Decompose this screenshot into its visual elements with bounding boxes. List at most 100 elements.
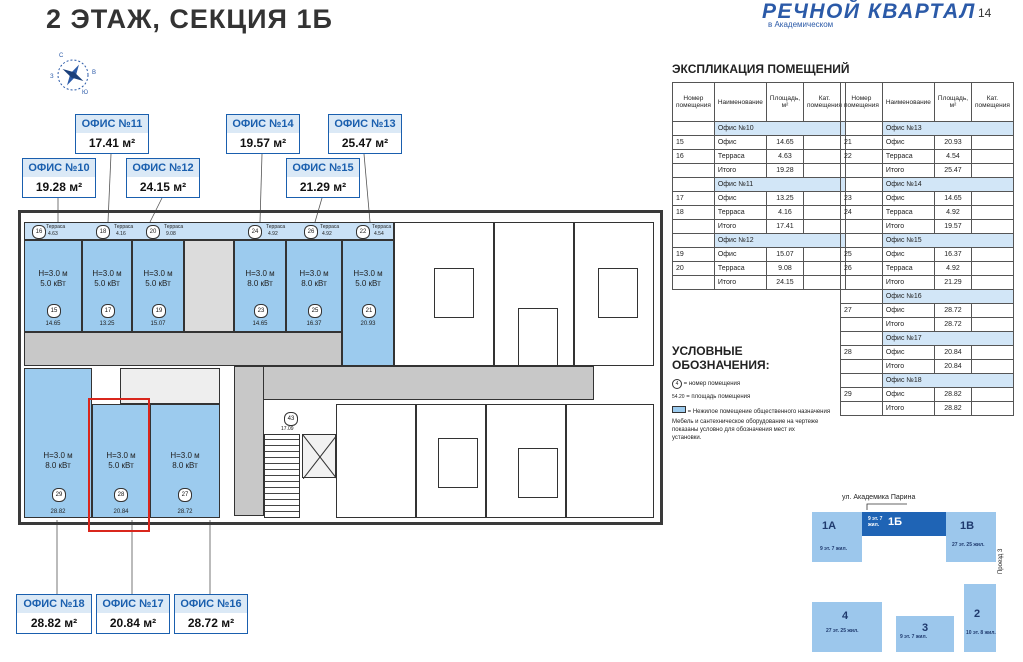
room bbox=[438, 438, 478, 488]
table-cell: Терраса bbox=[881, 205, 935, 220]
group-cell: Офис №18 bbox=[881, 373, 1014, 388]
office-label-15: ОФИС №15 21.29 м² bbox=[286, 158, 360, 198]
table-cell: Итого bbox=[713, 275, 767, 290]
compass-s: Ю bbox=[82, 90, 89, 96]
legend-item-public: = Нежилое помещение общественного назнач… bbox=[672, 406, 830, 415]
col-header: Кат. помещения bbox=[971, 82, 1014, 122]
explication-title: ЭКСПЛИКАЦИЯ ПОМЕЩЕНИЙ bbox=[672, 62, 850, 76]
office-label-title: ОФИС №10 bbox=[23, 159, 95, 177]
office-label-17: ОФИС №17 20.84 м² bbox=[96, 594, 170, 634]
table-group-row: Офис №14 bbox=[840, 177, 1014, 192]
legend-item-number: 4 = номер помещения bbox=[672, 379, 740, 389]
room-number: 17 bbox=[101, 304, 115, 318]
table-cell: 19.28 bbox=[765, 163, 805, 178]
table-cell bbox=[971, 401, 1014, 416]
room-power: 8.0 кВт bbox=[172, 461, 198, 470]
section-1a[interactable]: 1А 9 эт. 7 жил. bbox=[812, 512, 862, 562]
section-2[interactable]: 2 10 эт. 8 жил. bbox=[964, 584, 996, 652]
table-cell: 20.84 bbox=[933, 345, 973, 360]
table-cell: 21 bbox=[840, 135, 883, 150]
group-cell: Офис №14 bbox=[881, 177, 1014, 192]
table-cell: 28.82 bbox=[933, 387, 973, 402]
table-cell: 29 bbox=[840, 387, 883, 402]
selected-office-highlight bbox=[88, 398, 150, 532]
side-street-label: Проезд 3 bbox=[998, 548, 1004, 574]
room bbox=[598, 268, 638, 318]
office-room-23[interactable]: Н=3.0 м 8.0 кВт 14.65 bbox=[234, 240, 286, 332]
room-height: Н=3.0 м bbox=[299, 269, 329, 278]
office-room-25[interactable]: Н=3.0 м 8.0 кВт 16.37 bbox=[286, 240, 342, 332]
office-room-19[interactable]: Н=3.0 м 5.0 кВт 15.07 bbox=[132, 240, 184, 332]
table-cell bbox=[840, 401, 883, 416]
brand-logo: РЕЧНОЙ КВАРТАЛ bbox=[762, 0, 976, 23]
office-label-14: ОФИС №14 19.57 м² bbox=[226, 114, 300, 154]
table-cell: 4.16 bbox=[765, 205, 805, 220]
table-cell: 4.54 bbox=[933, 149, 973, 164]
office-label-area: 25.47 м² bbox=[341, 136, 389, 150]
table-cell: 28 bbox=[840, 345, 883, 360]
table-cell: 17.41 bbox=[765, 219, 805, 234]
table-cell: Терраса bbox=[713, 261, 767, 276]
table-cell: 14.65 bbox=[765, 135, 805, 150]
table-cell: 24 bbox=[840, 205, 883, 220]
table-cell: Офис bbox=[881, 387, 935, 402]
office-label-12: ОФИС №12 24.15 м² bbox=[126, 158, 200, 198]
table-cell: Терраса bbox=[881, 149, 935, 164]
table-cell: 20 bbox=[672, 261, 715, 276]
table-cell: 17 bbox=[672, 191, 715, 206]
floor-plan: Н=3.0 м 5.0 кВт 14.65 Н=3.0 м 5.0 кВт 13… bbox=[18, 208, 663, 532]
explication-table-right: Номер помещения Наименование Площадь, м²… bbox=[840, 82, 1014, 416]
office-room-21[interactable]: Н=3.0 м 5.0 кВт 20.93 bbox=[342, 240, 394, 366]
room-number: 43 bbox=[284, 412, 298, 426]
table-cell bbox=[971, 149, 1014, 164]
room-number: 19 bbox=[152, 304, 166, 318]
room-area: 16.37 bbox=[306, 321, 322, 327]
table-group-row: Офис №11 bbox=[672, 177, 846, 192]
table-cell: Офис bbox=[881, 135, 935, 150]
table-cell: 28.72 bbox=[933, 303, 973, 318]
room-number: 15 bbox=[47, 304, 61, 318]
office-room-17[interactable]: Н=3.0 м 5.0 кВт 13.25 bbox=[82, 240, 132, 332]
col-header: Наименование bbox=[881, 82, 935, 122]
table-cell bbox=[971, 317, 1014, 332]
section-1v[interactable]: 1В 27 эт. 25 жил. bbox=[946, 512, 996, 562]
table-cell bbox=[971, 191, 1014, 206]
office-label-18: ОФИС №18 28.82 м² bbox=[16, 594, 92, 634]
section-1b[interactable]: 1Б 9 эт. 7 жил. bbox=[862, 512, 946, 536]
legend-title-line: УСЛОВНЫЕ bbox=[672, 344, 743, 358]
col-header: Кат. помещения bbox=[803, 82, 846, 122]
elevator bbox=[302, 434, 338, 480]
staircase bbox=[264, 434, 300, 518]
apartment bbox=[566, 404, 654, 518]
corridor-south bbox=[234, 366, 264, 516]
section-3[interactable]: 3 9 эт. 7 жил. bbox=[896, 616, 954, 652]
group-cell: Офис №16 bbox=[881, 289, 1014, 304]
office-room-15[interactable]: Н=3.0 м 5.0 кВт 14.65 bbox=[24, 240, 82, 332]
table-cell: Офис bbox=[881, 303, 935, 318]
office-label-title: ОФИС №11 bbox=[76, 115, 148, 133]
table-cell: Итого bbox=[713, 163, 767, 178]
room-power: 5.0 кВт bbox=[40, 279, 66, 288]
room-number: 21 bbox=[362, 304, 376, 318]
room-power: 8.0 кВт bbox=[301, 279, 327, 288]
table-cell: 13.25 bbox=[765, 191, 805, 206]
table-cell: 16 bbox=[672, 149, 715, 164]
col-header: Наименование bbox=[713, 82, 767, 122]
table-cell: 4.63 bbox=[765, 149, 805, 164]
group-cell: Офис №12 bbox=[713, 233, 846, 248]
table-cell: 27 bbox=[840, 303, 883, 318]
table-cell: Терраса bbox=[881, 261, 935, 276]
table-cell bbox=[971, 247, 1014, 262]
table-cell: Терраса bbox=[713, 205, 767, 220]
table-cell: Офис bbox=[881, 247, 935, 262]
section-4[interactable]: 4 27 эт. 25 жил. bbox=[812, 602, 882, 652]
table-group-row: Офис №12 bbox=[672, 233, 846, 248]
legend-item-area: 54.20 = площадь помещения bbox=[672, 394, 751, 400]
office-label-16: ОФИС №16 28.72 м² bbox=[174, 594, 248, 634]
stair-room bbox=[184, 240, 234, 332]
